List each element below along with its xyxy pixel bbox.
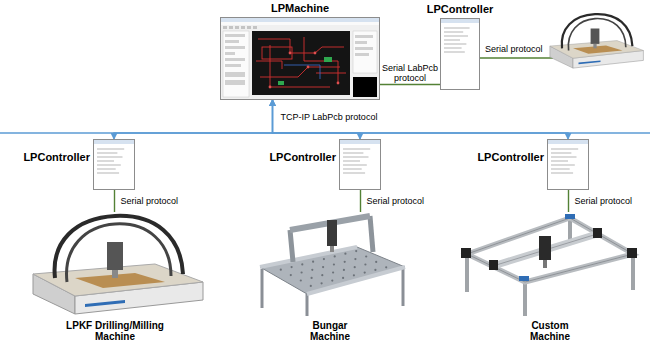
ctrl-shape	[440, 18, 480, 90]
controller-window	[93, 139, 135, 190]
protocol-label: Serial LabPcb protocol	[380, 63, 440, 83]
ctrl-shape	[339, 139, 381, 190]
protocol-label: TCP-IP LabPcb protocol	[280, 112, 379, 122]
bungar-shape	[245, 212, 415, 318]
node-title: LPController	[23, 151, 90, 164]
machine-caption: Bungar Machine	[305, 320, 355, 342]
controller-window	[547, 139, 589, 190]
custom-machine-illustration	[455, 212, 645, 318]
milling-machine-illustration	[15, 212, 215, 318]
ctrl-shape	[93, 139, 135, 190]
machine-caption: Custom Machine	[525, 320, 575, 342]
bungar-machine-illustration	[245, 212, 415, 318]
controller-node: LPController	[269, 139, 381, 190]
machine-node: Custom Machine	[455, 212, 645, 342]
serial-link	[568, 190, 569, 212]
lpkf-shape	[15, 212, 215, 318]
controller-node: LPController	[477, 139, 589, 190]
controller-window	[339, 139, 381, 190]
main-shape	[220, 17, 380, 100]
milling-machine-illustration	[550, 14, 644, 68]
controller-window	[440, 18, 480, 90]
ctrl-shape	[547, 139, 589, 190]
controller-node: LPController	[23, 139, 135, 190]
protocol-label: Serial protocol	[120, 196, 180, 206]
software-node: LPMachine	[220, 2, 380, 100]
serial-link	[380, 84, 440, 85]
serial-link	[114, 190, 115, 212]
tcp-link	[114, 100, 273, 139]
node-title: LPController	[427, 3, 494, 16]
software-window	[220, 17, 380, 100]
machine-node: LPKF Drilling/Milling Machine	[15, 212, 215, 342]
node-title: LPController	[269, 151, 336, 164]
serial-wire	[480, 57, 553, 58]
node-title: LPMachine	[271, 2, 329, 15]
tcp-link	[273, 100, 569, 139]
protocol-label: Serial protocol	[366, 196, 426, 206]
node-title: LPController	[477, 151, 544, 164]
machine-caption: LPKF Drilling/Milling Machine	[55, 320, 175, 342]
protocol-label: Serial protocol	[484, 44, 544, 54]
machine-node: Bungar Machine	[245, 212, 415, 342]
protocol-label: Serial protocol	[574, 196, 634, 206]
serial-link	[360, 190, 361, 212]
custom-shape	[455, 212, 645, 318]
